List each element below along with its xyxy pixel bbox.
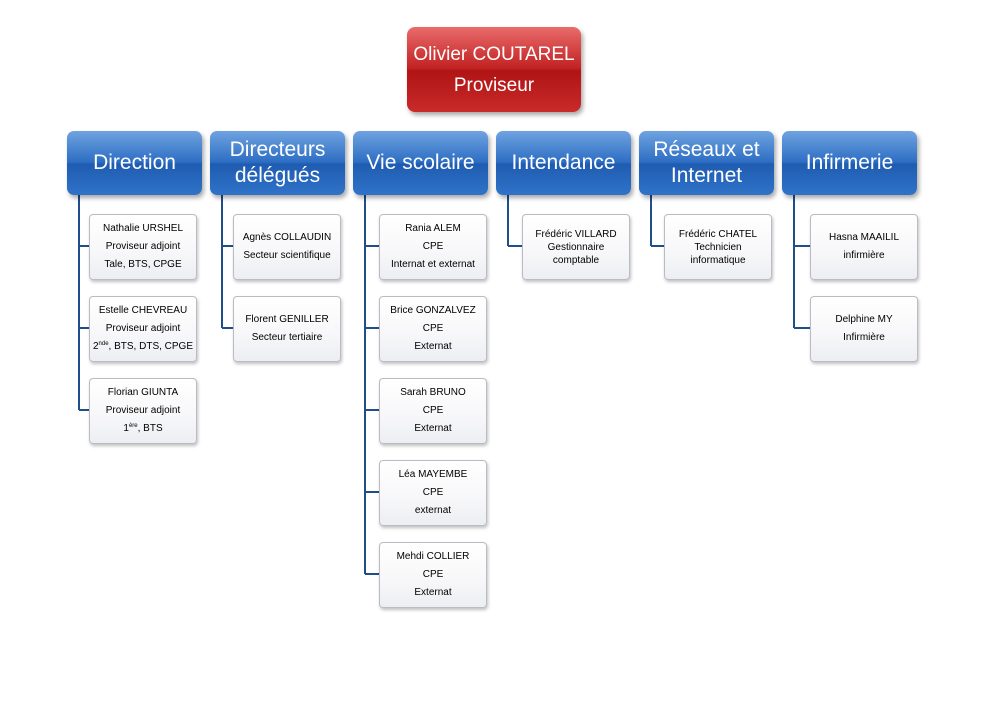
department-label: Infirmerie: [805, 151, 894, 174]
member-role: Externat: [414, 587, 452, 598]
member-card[interactable]: Florent GENILLER Secteur tertiaire: [233, 296, 341, 362]
member-role: infirmière: [843, 250, 885, 261]
level-rest: , BTS: [137, 423, 163, 434]
member-name: Nathalie URSHEL: [102, 223, 184, 234]
department-label: Vie scolaire: [366, 151, 475, 174]
member-name: Estelle CHEVREAU: [98, 305, 188, 316]
member-role: Secteur scientifique: [243, 250, 331, 261]
department-direction[interactable]: Direction: [67, 131, 202, 195]
member-name: Léa MAYEMBE: [398, 469, 468, 480]
member-role: CPE: [422, 241, 444, 252]
member-role: externat: [414, 505, 452, 516]
member-role: informatique: [690, 254, 746, 266]
department-reseaux-et-internet[interactable]: Réseaux et Internet: [639, 131, 774, 195]
member-role: CPE: [422, 487, 444, 498]
member-card[interactable]: Hasna MAAILIL infirmière: [810, 214, 918, 280]
department-label: Intendance: [511, 151, 616, 174]
department-label: Internet: [670, 164, 743, 187]
department-label: délégués: [234, 164, 321, 187]
member-card[interactable]: Léa MAYEMBE CPE externat: [379, 460, 487, 526]
member-name: Rania ALEM: [405, 223, 461, 234]
member-role: CPE: [422, 405, 444, 416]
level-superscript: ère: [128, 423, 138, 429]
department-directeurs-delegues[interactable]: Directeurs délégués: [210, 131, 345, 195]
root-name: Olivier COUTAREL: [413, 43, 575, 65]
member-levels: 1ère, BTS: [123, 420, 162, 438]
member-role: Tale, BTS, CPGE: [104, 259, 182, 270]
member-card[interactable]: Rania ALEM CPE Internat et externat: [379, 214, 487, 280]
root-node-proviseur[interactable]: Olivier COUTAREL Proviseur: [407, 27, 581, 112]
root-title: Proviseur: [453, 74, 535, 96]
member-role: Externat: [414, 341, 452, 352]
member-role: Externat: [414, 423, 452, 434]
member-name: Florian GIUNTA: [107, 387, 179, 398]
level-superscript: nde: [98, 341, 109, 347]
department-label: Directeurs: [229, 138, 326, 161]
member-name: Sarah BRUNO: [400, 387, 466, 398]
member-role: CPE: [422, 569, 444, 580]
department-infirmerie[interactable]: Infirmerie: [782, 131, 917, 195]
member-role: CPE: [422, 323, 444, 334]
member-role: Infirmière: [843, 332, 885, 343]
member-role: Proviseur adjoint: [105, 405, 181, 416]
member-card[interactable]: Mehdi COLLIER CPE Externat: [379, 542, 487, 608]
member-card[interactable]: Sarah BRUNO CPE Externat: [379, 378, 487, 444]
member-levels: 2nde, BTS, DTS, CPGE: [93, 338, 193, 356]
member-card[interactable]: Agnès COLLAUDIN Secteur scientifique: [233, 214, 341, 280]
member-name: Delphine MY: [835, 314, 893, 325]
member-role: Secteur tertiaire: [251, 332, 323, 343]
level-base: 1: [123, 423, 129, 434]
member-role: Internat et externat: [391, 259, 475, 270]
department-vie-scolaire[interactable]: Vie scolaire: [353, 131, 488, 195]
member-card[interactable]: Estelle CHEVREAU Proviseur adjoint 2nde, B…: [89, 296, 197, 362]
member-name: Mehdi COLLIER: [396, 551, 470, 562]
member-card[interactable]: Brice GONZALVEZ CPE Externat: [379, 296, 487, 362]
department-intendance[interactable]: Intendance: [496, 131, 631, 195]
member-name: Agnès COLLAUDIN: [242, 232, 332, 243]
level-base: 2: [92, 341, 99, 352]
member-name: Brice GONZALVEZ: [390, 305, 476, 316]
level-rest: , BTS, DTS, CPGE: [108, 341, 194, 352]
member-role: Proviseur adjoint: [105, 241, 181, 252]
member-card[interactable]: Delphine MY Infirmière: [810, 296, 918, 362]
department-label: Réseaux et: [653, 138, 760, 161]
member-role: Proviseur adjoint: [105, 323, 181, 334]
member-role: Technicien: [694, 241, 742, 253]
member-role: Gestionnaire: [547, 241, 605, 253]
member-name: Frédéric CHATEL: [678, 228, 758, 240]
member-card[interactable]: Florian GIUNTA Proviseur adjoint 1ère, BTS: [89, 378, 197, 444]
member-name: Frédéric VILLARD: [535, 228, 617, 240]
member-name: Hasna MAAILIL: [828, 232, 900, 243]
department-label: Direction: [93, 151, 176, 174]
member-role: comptable: [552, 254, 600, 266]
member-name: Florent GENILLER: [245, 314, 329, 325]
